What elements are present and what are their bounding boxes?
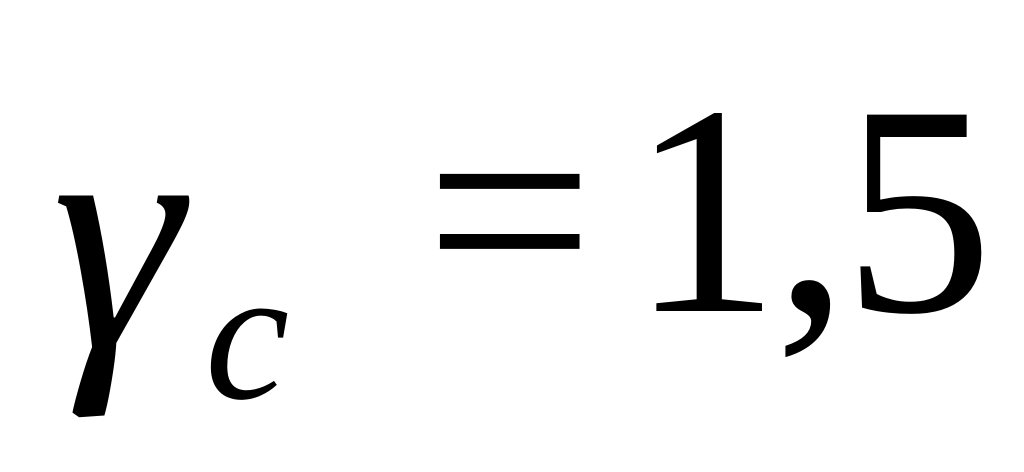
- equation-subscript: c: [205, 230, 290, 440]
- equation-symbol: γ: [52, 54, 183, 419]
- equation-operator: =: [425, 44, 595, 376]
- equation-value: 1,5: [630, 44, 993, 376]
